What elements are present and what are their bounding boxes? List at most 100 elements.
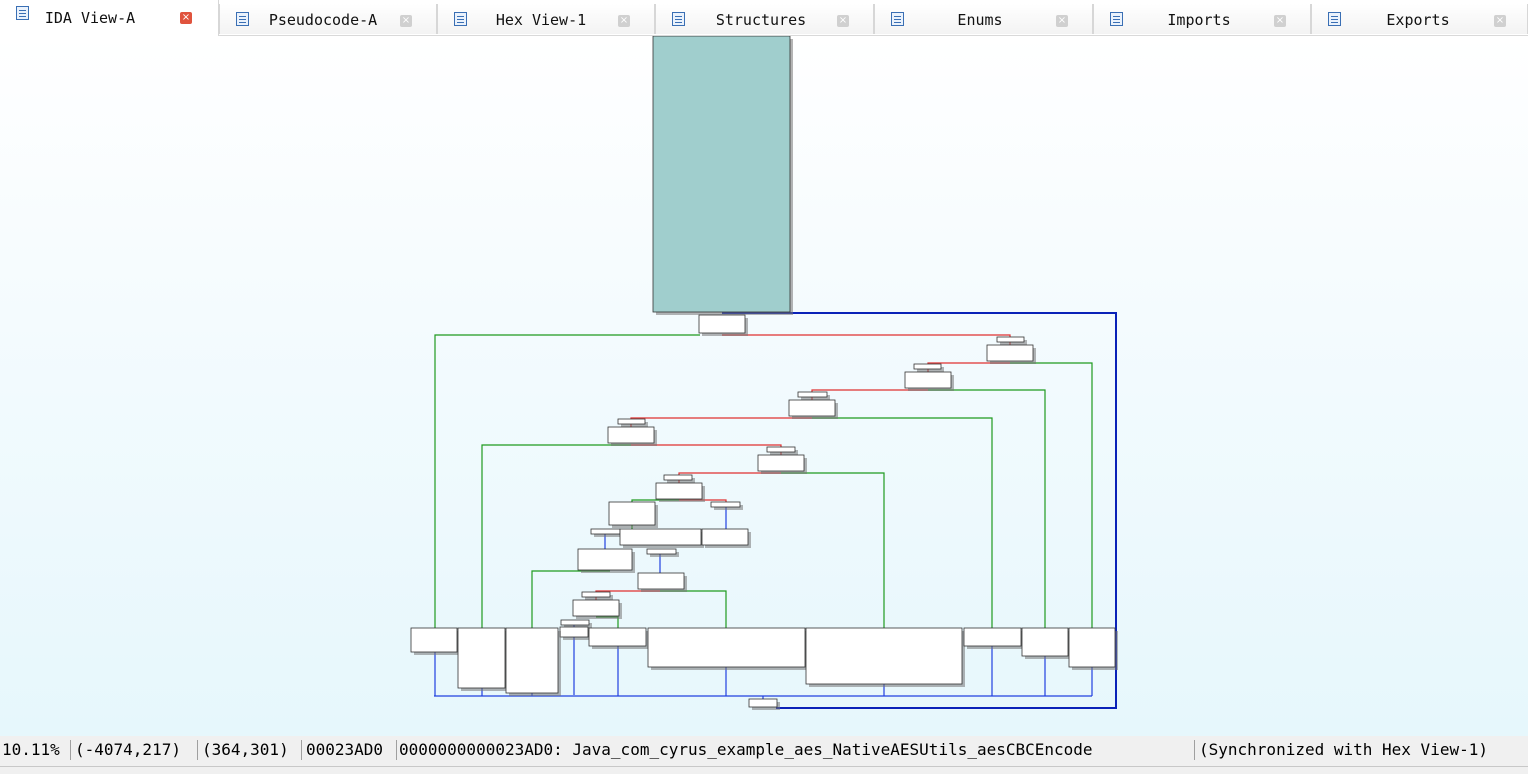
close-icon[interactable]: × [180, 12, 192, 24]
true-edge [781, 472, 885, 628]
basic-block[interactable] [698, 314, 746, 334]
true-edge [434, 334, 700, 628]
sync-status: (Synchronized with Hex View-1) [1199, 740, 1488, 759]
node-shadow [667, 478, 695, 483]
close-icon[interactable]: × [400, 15, 412, 27]
close-icon[interactable]: × [1494, 15, 1506, 27]
basic-block[interactable] [996, 336, 1025, 343]
basic-block[interactable] [581, 591, 611, 598]
graph-view[interactable] [0, 36, 1528, 736]
status-divider [0, 766, 1528, 767]
graph-nodes[interactable] [410, 36, 1118, 710]
basic-block[interactable] [663, 474, 693, 481]
tab-hex-view-1[interactable]: Hex View-1 × [437, 4, 655, 34]
node-shadow [801, 395, 830, 400]
basic-block[interactable] [701, 528, 749, 546]
tab-label: Pseudocode-A [268, 11, 378, 29]
close-icon[interactable]: × [1056, 15, 1068, 27]
basic-block[interactable] [505, 627, 559, 694]
close-icon[interactable]: × [837, 15, 849, 27]
tab-enums[interactable]: Enums × [874, 4, 1093, 34]
tab-structures[interactable]: Structures × [655, 4, 874, 34]
basic-block[interactable] [788, 399, 836, 417]
zoom-level: 10.11% [2, 740, 60, 759]
basic-block[interactable] [797, 391, 828, 398]
status-separator [70, 740, 71, 760]
loop-back-edge [722, 312, 1117, 709]
tab-exports[interactable]: Exports × [1311, 4, 1528, 34]
tab-label: Structures [715, 11, 807, 29]
basic-block[interactable] [904, 371, 952, 389]
basic-block[interactable] [607, 426, 655, 444]
control-flow-graph[interactable] [0, 36, 1528, 736]
basic-block[interactable] [963, 627, 1022, 647]
basic-block[interactable] [608, 501, 656, 526]
true-edge [660, 590, 727, 628]
tab-pseudocode-a[interactable]: Pseudocode-A × [219, 4, 437, 34]
imports-icon [1110, 12, 1123, 26]
tab-imports[interactable]: Imports × [1093, 4, 1311, 34]
basic-block[interactable] [617, 418, 646, 425]
pseudocode-icon [236, 12, 249, 26]
false-edge [722, 334, 1011, 345]
tab-label: Imports [1167, 11, 1231, 29]
status-separator [197, 740, 198, 760]
ida-view-icon [16, 6, 29, 20]
hex-view-icon [454, 12, 467, 26]
node-shadow [1000, 340, 1027, 345]
basic-block[interactable] [619, 528, 702, 546]
tab-bar: IDA View-A × Pseudocode-A × Hex View-1 ×… [0, 0, 1528, 36]
basic-block[interactable] [559, 626, 589, 638]
tab-ida-view-a[interactable]: IDA View-A × [0, 0, 219, 36]
basic-block[interactable] [913, 363, 942, 370]
status-separator [1194, 740, 1195, 760]
node-shadow [594, 532, 623, 537]
current-location: 0000000000023AD0: Java_com_cyrus_example… [399, 740, 1093, 759]
entry-block[interactable] [652, 36, 791, 313]
basic-block[interactable] [647, 627, 806, 668]
basic-block[interactable] [710, 501, 741, 508]
basic-block[interactable] [986, 344, 1034, 362]
structures-icon [672, 12, 685, 26]
exports-icon [1328, 12, 1341, 26]
basic-block[interactable] [560, 619, 590, 626]
true-edge [481, 444, 631, 628]
false-edge [631, 444, 782, 455]
basic-block[interactable] [646, 548, 677, 555]
true-edge [928, 389, 1046, 628]
basic-block[interactable] [1068, 627, 1116, 668]
basic-block[interactable] [637, 572, 685, 590]
cursor-coordinates: (-4074,217) [75, 740, 181, 759]
status-separator [301, 740, 302, 760]
tab-label: Hex View-1 [495, 11, 587, 29]
basic-block[interactable] [590, 528, 621, 535]
node-shadow [564, 623, 592, 628]
tab-label: Exports [1386, 11, 1450, 29]
basic-block[interactable] [766, 446, 796, 453]
basic-block[interactable] [410, 627, 458, 653]
status-bar: 10.11% (-4074,217) (364,301) 00023AD0 00… [0, 736, 1528, 774]
basic-block[interactable] [748, 698, 778, 708]
node-position: (364,301) [202, 740, 289, 759]
true-edge [812, 417, 993, 628]
basic-block[interactable] [572, 599, 620, 617]
node-shadow [621, 422, 648, 427]
tab-label: IDA View-A [44, 9, 136, 27]
basic-block[interactable] [457, 627, 506, 689]
basic-block[interactable] [1021, 627, 1069, 657]
node-shadow [917, 367, 944, 372]
basic-block[interactable] [577, 548, 633, 571]
basic-block[interactable] [805, 627, 963, 685]
tab-label: Enums [957, 11, 1003, 29]
close-icon[interactable]: × [1274, 15, 1286, 27]
node-shadow [585, 595, 613, 600]
basic-block[interactable] [655, 482, 703, 500]
false-edge [630, 417, 812, 427]
node-shadow [770, 450, 798, 455]
basic-block[interactable] [757, 454, 805, 472]
enums-icon [891, 12, 904, 26]
node-shadow [650, 552, 679, 557]
close-icon[interactable]: × [618, 15, 630, 27]
node-shadow [714, 505, 743, 510]
basic-block[interactable] [588, 627, 647, 647]
